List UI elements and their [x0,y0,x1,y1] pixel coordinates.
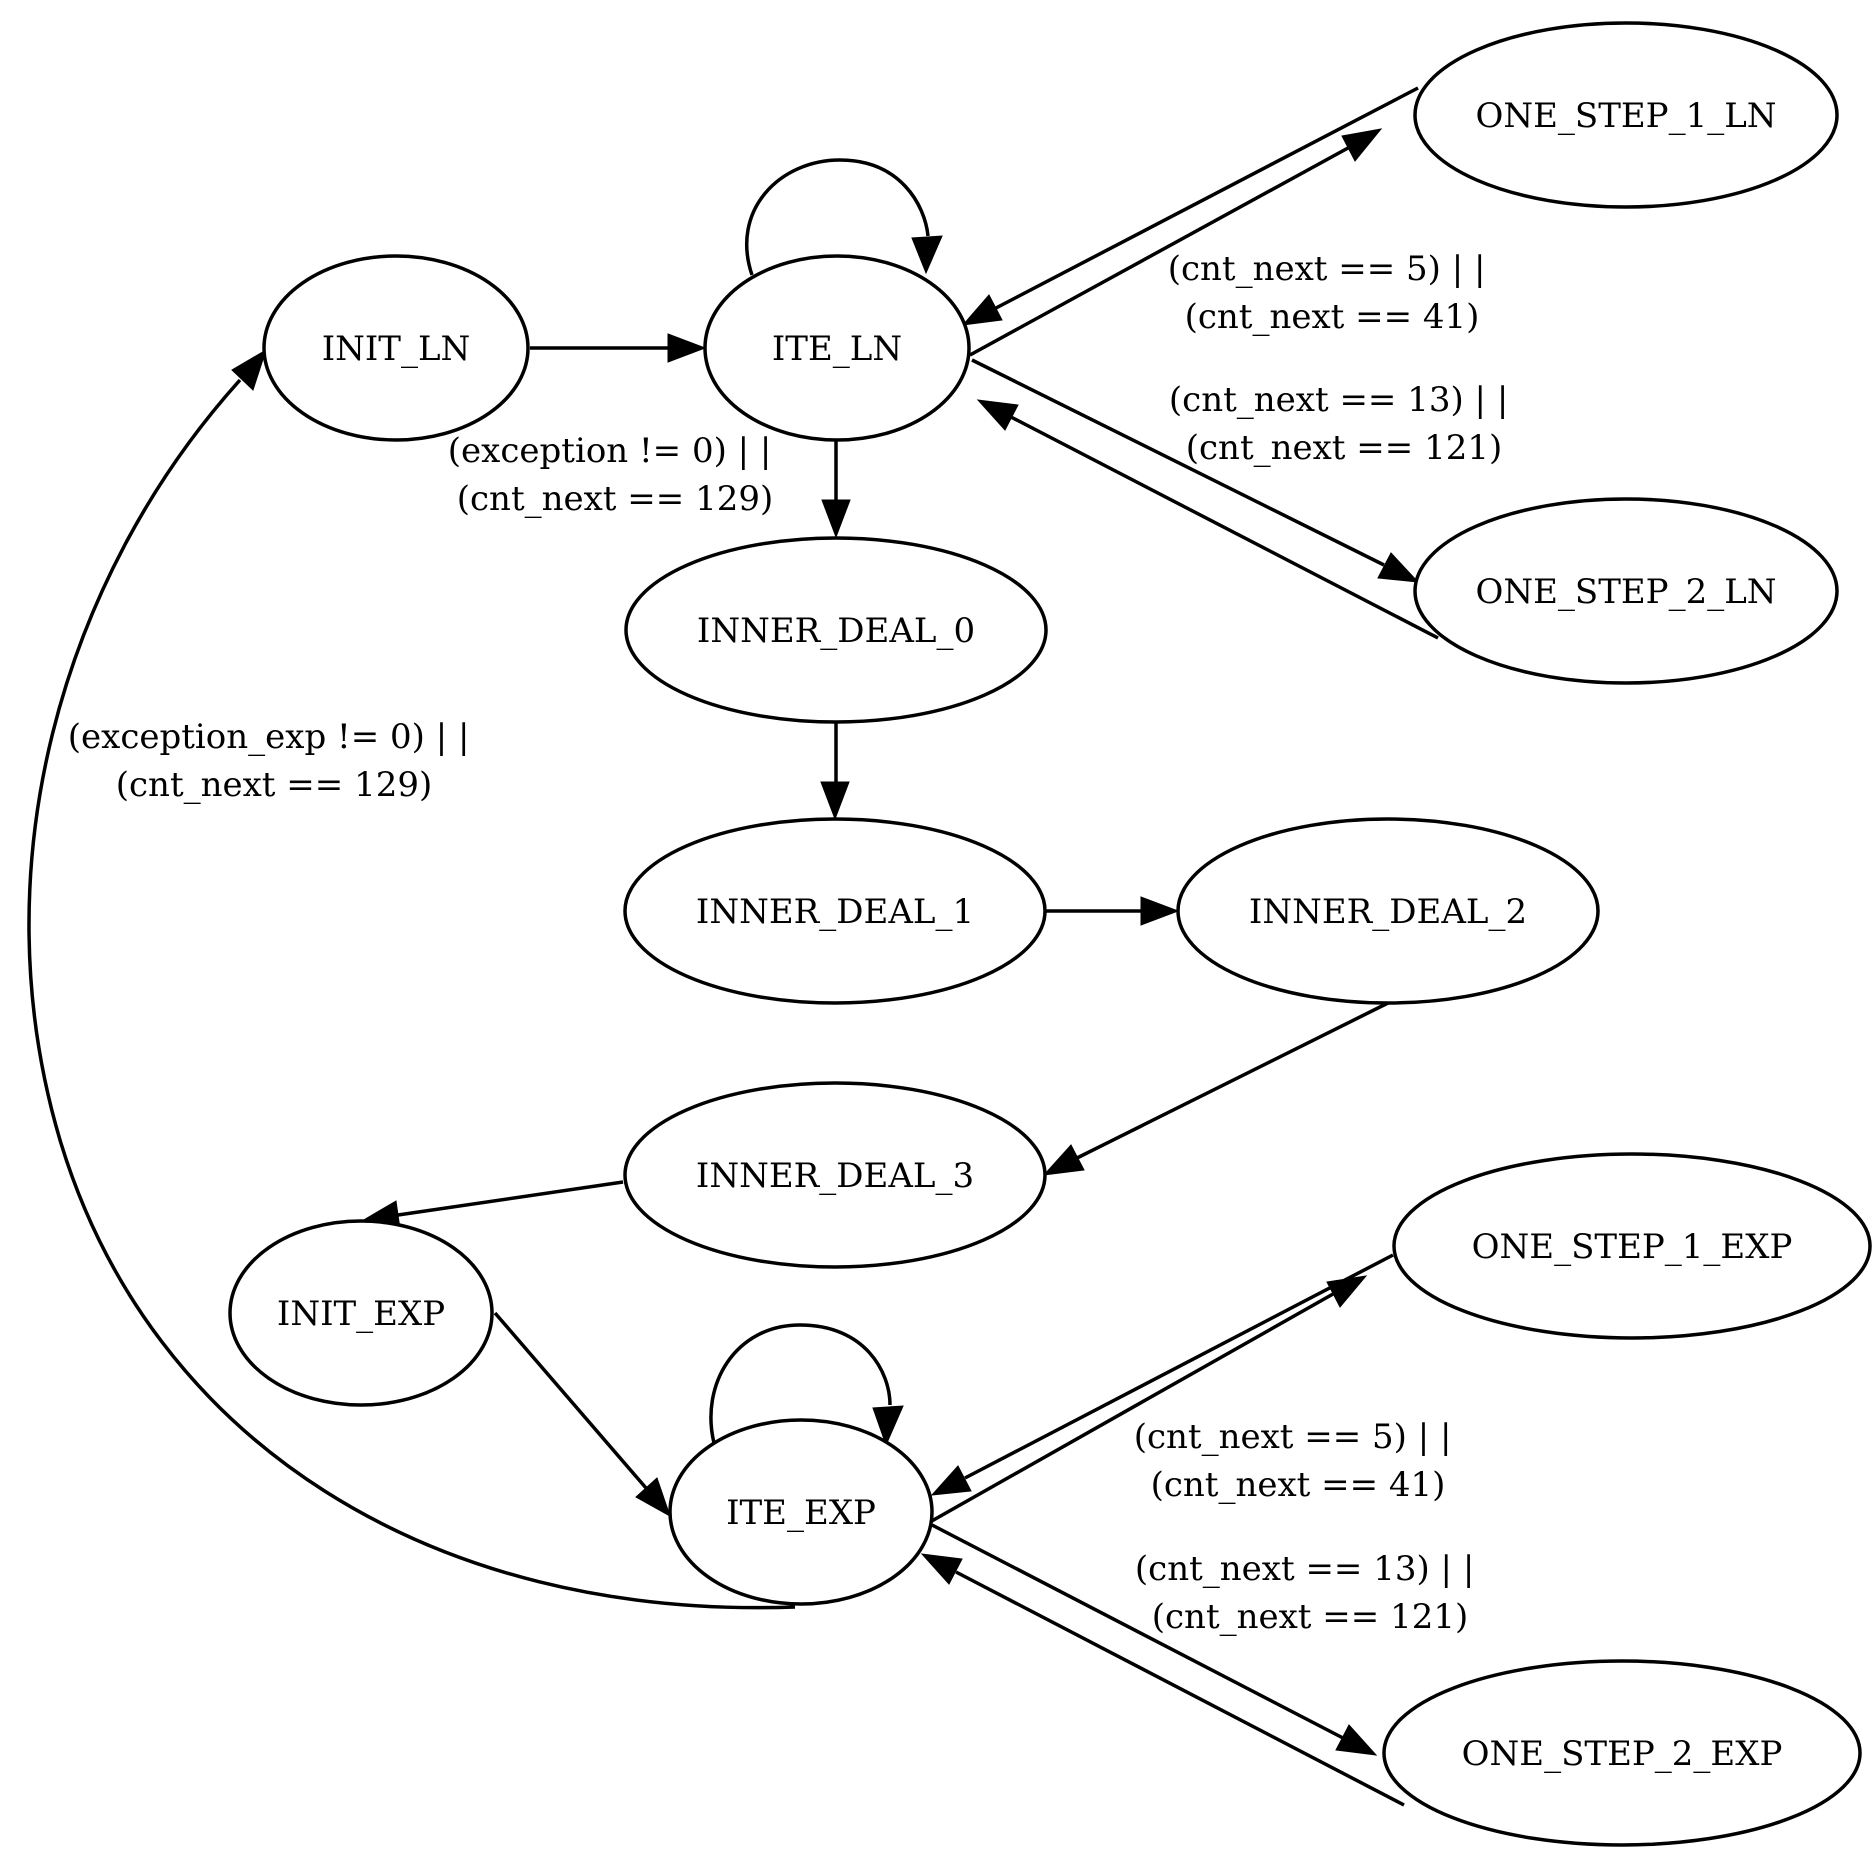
edge-label-ln-step2: (cnt_next == 13) | | (cnt_next == 121) [1169,380,1519,468]
node-label-inner-deal-1: INNER_DEAL_1 [696,892,974,932]
edge-ite-ln-to-one-step-1-ln [969,128,1383,357]
node-inner-deal-0: INNER_DEAL_0 [624,536,1048,724]
edge-inner-deal-0-to-inner-deal-1 [820,723,850,821]
node-label-one-step-1-exp: ONE_STEP_1_EXP [1472,1227,1793,1267]
node-label-one-step-2-exp: ONE_STEP_2_EXP [1462,1734,1783,1774]
node-ite-exp: ITE_EXP [668,1418,934,1606]
edge-ite-ln-to-inner-deal-0 [821,441,851,539]
node-label-init-exp: INIT_EXP [277,1294,445,1334]
edge-ite-exp-self-loop [709,1323,904,1447]
node-label-inner-deal-0: INNER_DEAL_0 [697,611,975,651]
edge-one-step-1-ln-to-ite-ln [961,86,1419,326]
node-label-ite-exp: ITE_EXP [726,1493,876,1533]
node-ite-ln: ITE_LN [703,254,971,442]
node-one-step-2-ln: ONE_STEP_2_LN [1413,497,1839,685]
node-inner-deal-3: INNER_DEAL_3 [623,1081,1047,1269]
edge-ite-exp-to-init-ln [27,348,796,1610]
node-label-one-step-2-ln: ONE_STEP_2_LN [1475,572,1776,612]
edge-ite-ln-self-loop [745,158,943,276]
node-label-ite-ln: ITE_LN [772,329,902,369]
edge-one-step-1-exp-to-ite-exp [930,1253,1394,1496]
node-inner-deal-1: INNER_DEAL_1 [623,817,1047,1005]
node-label-one-step-1-ln: ONE_STEP_1_LN [1475,96,1776,136]
edge-label-exp-exit: (exception_exp != 0) | | (cnt_next == 12… [68,717,480,805]
node-label-inner-deal-3: INNER_DEAL_3 [696,1156,974,1196]
node-label-init-ln: INIT_LN [322,329,471,369]
node-one-step-1-exp: ONE_STEP_1_EXP [1392,1152,1872,1340]
edge-one-step-2-ln-to-ite-ln [976,399,1439,640]
edge-ite-exp-to-one-step-2-exp [931,1523,1378,1756]
node-init-exp: INIT_EXP [228,1219,494,1407]
edge-one-step-2-exp-to-ite-exp [920,1553,1405,1807]
edge-inner-deal-1-to-inner-deal-2 [1044,896,1180,926]
edge-label-exp-step2: (cnt_next == 13) | | (cnt_next == 121) [1135,1549,1485,1637]
node-label-inner-deal-2: INNER_DEAL_2 [1249,892,1527,932]
edge-label-exp-step1: (cnt_next == 5) | | (cnt_next == 41) [1134,1417,1463,1505]
node-init-ln: INIT_LN [262,254,530,442]
edge-inner-deal-2-to-inner-deal-3 [1042,1001,1389,1176]
edge-ite-ln-to-one-step-2-ln [971,358,1420,583]
edge-init-ln-to-ite-ln [530,333,707,363]
edge-label-ln-step1: (cnt_next == 5) | | (cnt_next == 41) [1168,249,1497,337]
edge-label-ln-exit: (exception != 0) | | (cnt_next == 129) [448,431,782,519]
edge-init-exp-to-ite-exp [493,1311,671,1518]
node-one-step-2-exp: ONE_STEP_2_EXP [1382,1659,1862,1847]
edge-inner-deal-3-to-init-exp [360,1180,624,1230]
node-one-step-1-ln: ONE_STEP_1_LN [1413,21,1839,209]
node-inner-deal-2: INNER_DEAL_2 [1176,817,1600,1005]
